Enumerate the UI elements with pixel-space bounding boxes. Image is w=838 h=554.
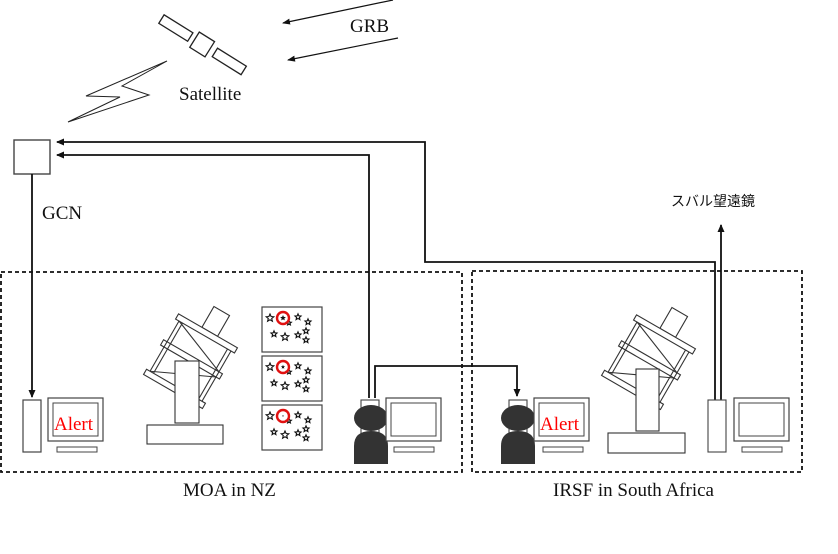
star-icon: [269, 378, 279, 387]
irsf-computer: [707, 397, 790, 453]
star-icon: [301, 375, 311, 384]
irsf-observer-body: [501, 431, 535, 464]
irsf-site-box: [471, 270, 803, 473]
transient-star-icon: [280, 364, 286, 369]
irsf-computer-tower: [707, 399, 727, 453]
moa-to-irsf-arrow: [374, 365, 521, 398]
moa-telescope-icon: [142, 305, 239, 445]
star-icon: [301, 384, 311, 393]
sky-frame-border: [261, 404, 323, 451]
gcn-node-box: [13, 139, 51, 175]
grb-ray-1: [282, 0, 394, 25]
star-icon: [301, 424, 311, 433]
star-icon: [269, 427, 279, 436]
star-icon: [264, 312, 276, 323]
sky-frames: [261, 306, 323, 451]
star-icon: [293, 410, 303, 419]
moa-computer: Alert: [22, 397, 104, 453]
sky-frame: [261, 306, 323, 353]
moa-to-gcn-line: [56, 151, 370, 398]
transient-highlight-circle: [275, 408, 291, 424]
irsf-telescope-icon: [600, 306, 697, 454]
moa-observer-monitor-screen: [390, 402, 437, 437]
moa-monitor-screen: [52, 402, 99, 437]
irsf-observer: Alert: [501, 397, 590, 464]
transient-star-icon: [282, 415, 284, 417]
star-icon: [303, 317, 313, 326]
lightning-icon: [67, 60, 168, 123]
star-icon: [293, 330, 303, 339]
moa-observer: [354, 397, 442, 464]
irsf-alert-text: Alert: [540, 414, 580, 435]
irsf-computer-monitor-screen: [738, 402, 785, 437]
moa-site-box: [0, 271, 463, 473]
star-icon: [293, 379, 303, 388]
star-icon: [303, 366, 313, 375]
star-icon: [301, 335, 311, 344]
moa-keyboard: [56, 446, 98, 453]
subaru-label: スバル望遠鏡: [671, 194, 755, 210]
star-icon: [293, 361, 303, 370]
star-icon: [301, 326, 311, 335]
gcn-label: GCN: [42, 203, 82, 224]
star-icon: [303, 415, 313, 424]
star-icon: [279, 429, 291, 440]
irsf-computer-keyboard: [741, 446, 783, 453]
sky-frame-border: [261, 306, 323, 353]
star-icon: [264, 361, 276, 372]
star-icon: [269, 329, 279, 338]
transient-highlight-circle: [275, 310, 291, 326]
moa-computer-tower: [22, 399, 42, 453]
sky-frame: [261, 404, 323, 451]
moa-site-label: MOA in NZ: [183, 480, 276, 501]
satellite-icon: [157, 13, 248, 76]
moa-observer-body: [354, 431, 388, 464]
irsf-observer-head: [501, 405, 535, 431]
star-icon: [279, 331, 291, 342]
irsf-to-gcn-line: [56, 138, 716, 400]
irsf-site-label: IRSF in South Africa: [553, 480, 715, 501]
irsf-monitor-screen: [538, 402, 585, 437]
grb-rays: [282, 0, 399, 62]
transient-star-icon: [280, 315, 286, 321]
grb-label: GRB: [350, 16, 389, 37]
sky-frame-border: [261, 355, 323, 402]
star-icon: [293, 312, 303, 321]
irsf-keyboard: [542, 446, 584, 453]
moa-observer-head: [354, 405, 388, 431]
star-icon: [279, 380, 291, 391]
star-icon: [301, 433, 311, 442]
star-icon: [264, 410, 276, 421]
grb-ray-2: [287, 37, 399, 62]
sky-frame: [261, 355, 323, 402]
moa-alert-text: Alert: [54, 414, 94, 435]
satellite-label: Satellite: [179, 84, 241, 105]
moa-observer-keyboard: [393, 446, 435, 453]
star-icon: [293, 428, 303, 437]
transient-highlight-circle: [275, 359, 291, 375]
